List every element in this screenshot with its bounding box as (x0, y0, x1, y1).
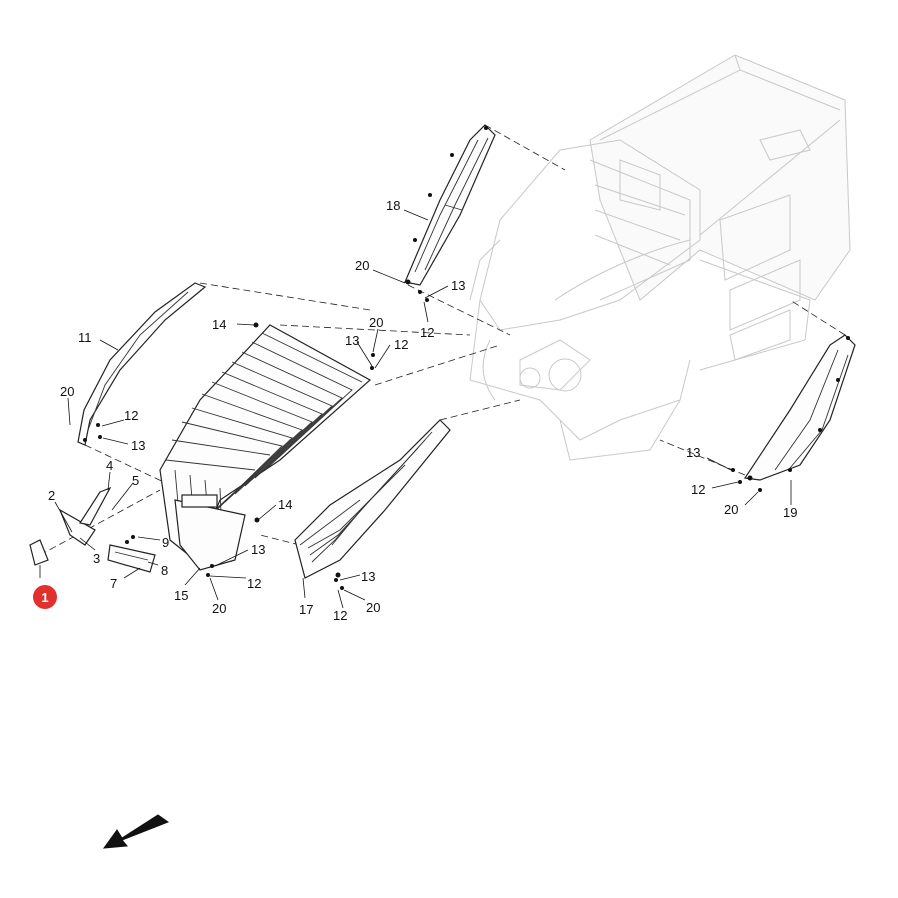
tractor-cab-outline (469, 54, 851, 461)
highlight-badge-circle (33, 585, 57, 609)
callout-12: 12 (420, 325, 434, 340)
callout-18: 18 (386, 198, 400, 213)
callout-13: 13 (686, 445, 700, 460)
callout-13: 13 (251, 542, 265, 557)
part-17-lower-front-cover (294, 419, 451, 579)
part-19-right-side-panel (743, 334, 856, 481)
fastener-markers (96, 290, 762, 590)
callout-14: 14 (212, 317, 226, 332)
callout-4: 4 (106, 458, 113, 473)
callout-17: 17 (299, 602, 313, 617)
part-18-upper-side-panel (404, 124, 496, 286)
callout-12: 12 (124, 408, 138, 423)
callout-1: 1 (41, 590, 48, 605)
callout-13: 13 (361, 569, 375, 584)
callout-13: 13 (131, 438, 145, 453)
callout-2: 2 (48, 488, 55, 503)
callout-15: 15 (174, 588, 188, 603)
callout-12: 12 (247, 576, 261, 591)
part-14-front-grille (159, 322, 372, 571)
part-8-nameplate (107, 544, 156, 573)
callout-12: 12 (333, 608, 347, 623)
arrow-down-left-icon (102, 814, 170, 849)
callout-12: 12 (691, 482, 705, 497)
leader-lines (39, 209, 792, 609)
callout-11: 11 (78, 330, 92, 345)
callout-3: 3 (93, 551, 100, 566)
callout-13: 13 (345, 333, 359, 348)
callout-9: 9 (162, 535, 169, 550)
callout-12: 12 (394, 337, 408, 352)
part-4-emblem (79, 486, 112, 526)
callout-7: 7 (110, 576, 117, 591)
callout-20: 20 (369, 315, 383, 330)
callout-5: 5 (132, 473, 139, 488)
callout-20: 20 (724, 502, 738, 517)
callout-labels: 11 14 20 13 12 18 20 13 12 20 12 13 4 5 … (48, 198, 797, 623)
small-emblem-parts (29, 486, 156, 573)
callout-20: 20 (355, 258, 369, 273)
callout-14: 14 (278, 497, 292, 512)
callout-13: 13 (451, 278, 465, 293)
grille-badge (181, 494, 218, 508)
callout-20: 20 (366, 600, 380, 615)
part-11-left-side-rail (77, 282, 207, 446)
part-1-corner-badge (29, 539, 49, 566)
callout-20: 20 (212, 601, 226, 616)
highlight-badge-1: 1 (33, 585, 57, 609)
callout-8: 8 (161, 563, 168, 578)
callout-19: 19 (783, 505, 797, 520)
callout-20: 20 (60, 384, 74, 399)
assembly-guide-lines (39, 124, 846, 556)
